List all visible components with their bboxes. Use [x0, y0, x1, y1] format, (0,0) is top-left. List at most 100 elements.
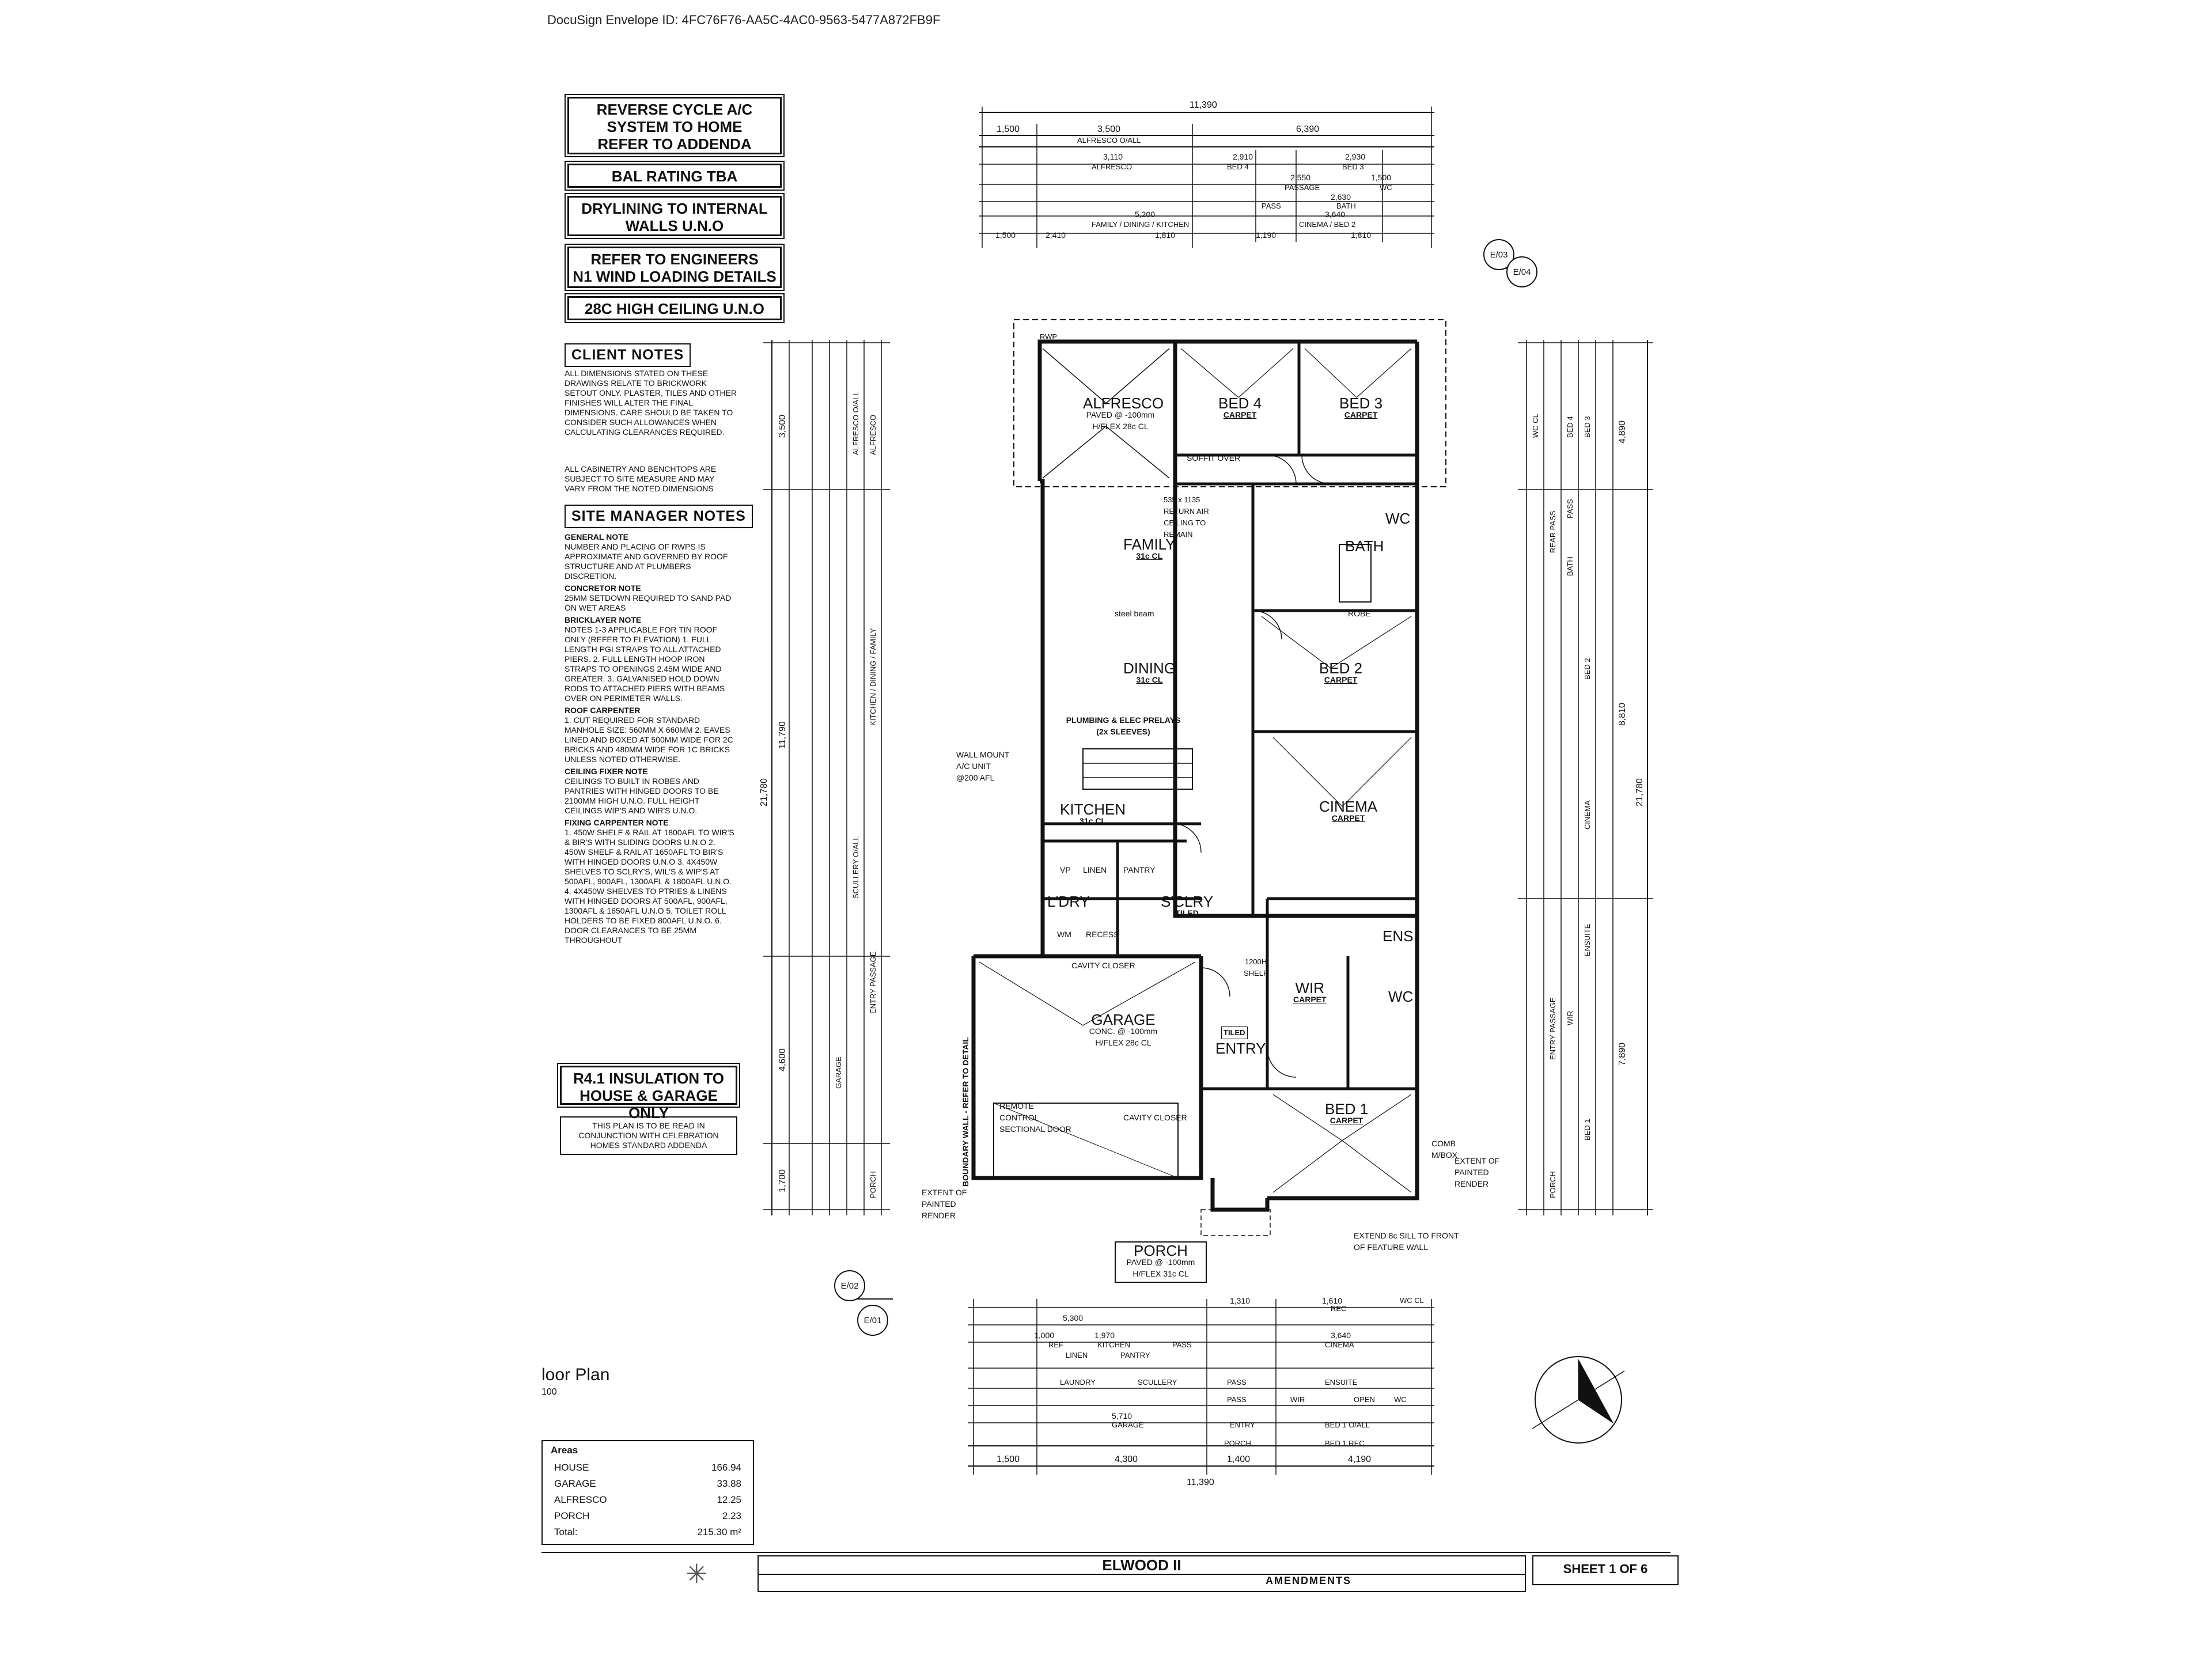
dim-left-c: 4,600 — [778, 1048, 787, 1071]
dim-bottom-label-open: OPEN — [1354, 1395, 1375, 1404]
dim-top-row4-passage: 2,550 — [1290, 173, 1311, 182]
room-wc2: WC — [1388, 988, 1414, 1005]
dim-top-row3-bed3: 2,930 — [1345, 152, 1366, 161]
site-manager-heading: SITE MANAGER NOTES — [565, 505, 753, 528]
areas-label: Total: — [554, 1527, 578, 1537]
room-ens: ENS — [1382, 929, 1413, 944]
roof-carpenter-title: ROOF CARPENTER — [565, 706, 641, 715]
boundary-wall-note: BOUNDARY WALL - REFER TO DETAIL — [961, 1037, 970, 1187]
extent-right-note: EXTENT OF PAINTED RENDER — [1455, 1156, 1500, 1188]
dim-bottom-label-pass2: PASS — [1227, 1378, 1247, 1387]
elevation-tag-e04: E/04 — [1506, 256, 1537, 287]
areas-row: Total: 215.30 m² — [543, 1524, 753, 1540]
cinema-sub: CARPET — [1331, 813, 1365, 823]
dim-top-row3-alfresco: 3,110 — [1103, 152, 1123, 161]
room-bed1: BED 1 CARPET — [1325, 1101, 1368, 1126]
dim-bottom-c-2: 1,970 — [1094, 1331, 1115, 1340]
dim-bottom-label-wc: WC — [1394, 1395, 1407, 1404]
wc1-name: WC — [1385, 510, 1411, 527]
bath-name: BATH — [1345, 537, 1384, 555]
general-note-title: GENERAL NOTE — [565, 532, 628, 541]
dim-top-label-cinema: CINEMA / BED 2 — [1299, 220, 1356, 229]
sheet-number: SHEET 1 OF 6 — [1532, 1555, 1679, 1585]
bed3-name: BED 3 — [1339, 395, 1383, 412]
dim-left-overall: 21,780 — [759, 778, 769, 806]
alfresco-sub: PAVED @ -100mm H/FLEX 28c CL — [1086, 410, 1155, 431]
room-entry: ENTRY — [1215, 1041, 1266, 1056]
insulation-note: R4.1 INSULATION TO HOUSE & GARAGE ONLY — [560, 1066, 737, 1122]
cavity-closer-2: CAVITY CLOSER — [1123, 1113, 1187, 1122]
client-notes-text2: ALL CABINETRY AND BENCHTOPS ARE SUBJECT … — [565, 464, 717, 493]
dim-top-label-bath: BATH — [1336, 202, 1356, 210]
dim-right-label-wir: WIR — [1566, 1010, 1574, 1025]
areas-row: PORCH 2.23 — [543, 1508, 753, 1524]
amendments-label: AMENDMENTS — [1266, 1575, 1351, 1586]
dim-bottom-main-b: 4,300 — [1115, 1455, 1138, 1464]
note-ceiling: 28C HIGH CEILING U.N.O — [567, 296, 782, 320]
concretor-note-title: CONCRETOR NOTE — [565, 584, 641, 593]
dim-bottom-label-pantry: PANTRY — [1120, 1351, 1150, 1359]
dim-top-row7-c: 1,810 — [1155, 230, 1176, 240]
dim-right-label-wccl: WC CL — [1531, 414, 1540, 438]
cinema-name: CINEMA — [1319, 798, 1378, 815]
dim-bottom-c-3: 3,640 — [1331, 1331, 1351, 1340]
dim-bottom-label-bed1rec: BED 1 REC — [1325, 1439, 1365, 1448]
remote-door-note: REMOTE CONTROL SECTIONAL DOOR — [999, 1101, 1071, 1134]
bed3-sub: CARPET — [1344, 410, 1378, 419]
linen-label: LINEN — [1083, 865, 1107, 874]
areas-value: 2.23 — [722, 1510, 741, 1521]
kitchen-name: KITCHEN — [1060, 801, 1126, 818]
room-wir: WIR CARPET — [1293, 980, 1327, 1005]
dim-right-label-bed4: BED 4 — [1566, 416, 1574, 438]
dim-top-label-bed4: BED 4 — [1227, 162, 1249, 171]
ceiling-fixer-body: CEILINGS TO BUILT IN ROBES AND PANTRIES … — [565, 777, 719, 815]
dim-left-label-garage: GARAGE — [834, 1056, 843, 1089]
room-bed2: BED 2 CARPET — [1319, 660, 1363, 685]
dim-bottom-label-ensuite: ENSUITE — [1325, 1378, 1358, 1387]
dim-top-label-alfresco: ALFRESCO — [1092, 162, 1132, 171]
read-note: THIS PLAN IS TO BE READ IN CONJUNCTION W… — [560, 1116, 737, 1155]
extend-sill-note: EXTEND 8c SILL TO FRONT OF FEATURE WALL — [1354, 1231, 1459, 1252]
fixing-carpenter-title: FIXING CARPENTER NOTE — [565, 818, 669, 827]
dim-left-label-alfresco: ALFRESCO — [869, 414, 877, 455]
envelope-id: DocuSign Envelope ID: 4FC76F76-AA5C-4AC0… — [547, 13, 941, 27]
shelf-label: 1200H SHELF — [1244, 957, 1268, 978]
dim-top-overall: 11,390 — [1190, 100, 1217, 110]
bricklayer-note-title: BRICKLAYER NOTE — [565, 615, 642, 624]
vp-label: VP — [1060, 865, 1071, 874]
areas-value: 33.88 — [717, 1478, 741, 1489]
room-cinema: CINEMA CARPET — [1319, 798, 1378, 824]
client-notes-text1: ALL DIMENSIONS STATED ON THESE DRAWINGS … — [565, 369, 737, 437]
dim-bottom-a-1: 1,310 — [1230, 1296, 1251, 1305]
dim-bottom-main-c: 1,400 — [1227, 1455, 1251, 1464]
wall-mount-note: WALL MOUNT A/C UNIT @200 AFL — [956, 750, 1010, 782]
dim-bottom-main-d: 4,190 — [1348, 1455, 1372, 1464]
dim-right-c: 7,890 — [1618, 1042, 1627, 1066]
wc2-name: WC — [1388, 988, 1414, 1005]
dining-sub: 31c CL — [1136, 675, 1163, 684]
areas-row: HOUSE 166.94 — [543, 1460, 753, 1476]
bed2-name: BED 2 — [1319, 660, 1363, 677]
bed4-name: BED 4 — [1218, 395, 1262, 412]
dim-top-row1-b: 3,500 — [1097, 124, 1121, 134]
dim-bottom-label-wccl: WC CL — [1400, 1296, 1424, 1305]
room-kitchen: KITCHEN 31c CL — [1060, 801, 1126, 827]
room-bed3: BED 3 CARPET — [1339, 395, 1383, 421]
dim-top-row1-c: 6,390 — [1296, 124, 1320, 134]
dim-right-a: 4,890 — [1618, 420, 1627, 444]
fixing-carpenter-body: 1. 450W SHELF & RAIL AT 1800AFL TO WIR'S… — [565, 828, 734, 945]
note-bal: BAL RATING TBA — [567, 164, 782, 188]
kitchen-sub: 31c CL — [1080, 816, 1107, 825]
dim-left-label-porch: PORCH — [869, 1171, 877, 1198]
family-name: FAMILY — [1123, 536, 1176, 553]
garage-name: GARAGE — [1091, 1011, 1156, 1028]
bed1-sub: CARPET — [1330, 1116, 1363, 1125]
general-note-body: NUMBER AND PLACING OF RWPs IS APPROXIMAT… — [565, 542, 728, 581]
dim-bottom-label-ref: REF — [1048, 1340, 1063, 1349]
bed4-sub: CARPET — [1223, 410, 1257, 419]
dim-bottom-label-pass1: PASS — [1172, 1340, 1192, 1349]
family-sub: 31c CL — [1136, 551, 1163, 560]
dim-right-label-bed1: BED 1 — [1583, 1119, 1592, 1141]
porch-name: PORCH — [1134, 1242, 1188, 1259]
areas-label: PORCH — [554, 1510, 590, 1521]
